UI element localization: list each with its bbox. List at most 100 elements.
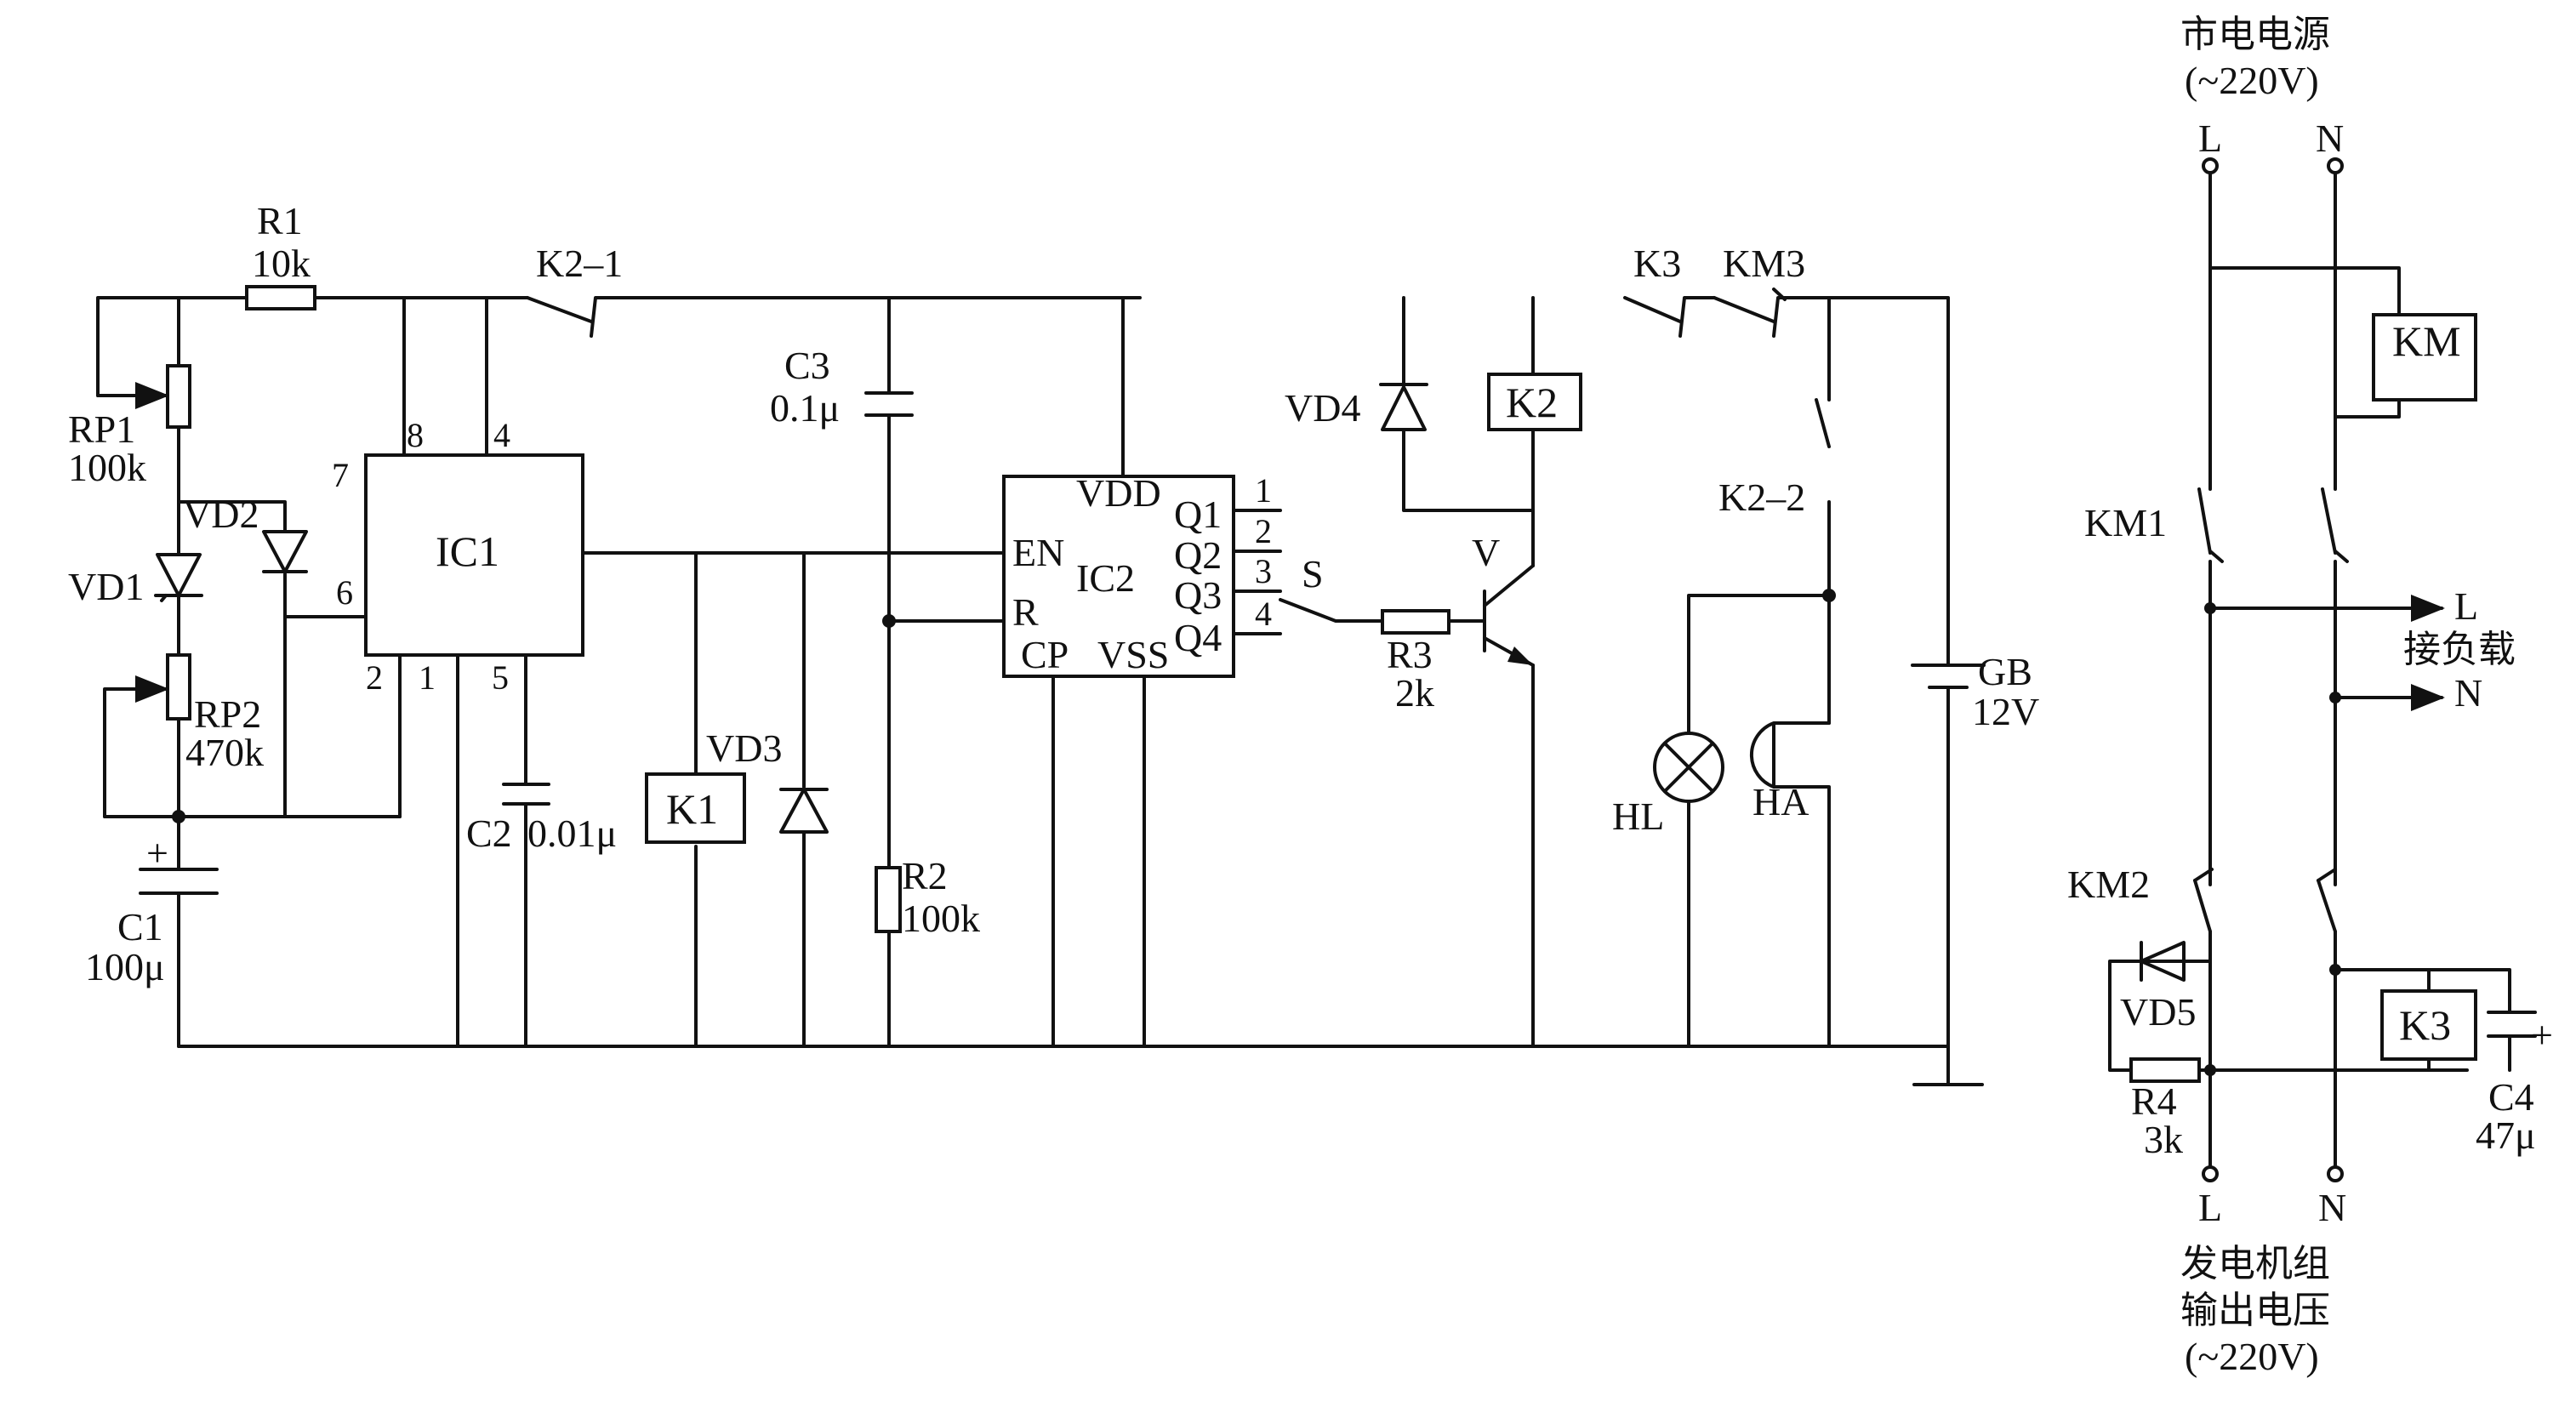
ic2-vss: VSS — [1097, 633, 1169, 676]
rp2-wiper — [103, 675, 169, 818]
v-emitter-arrow — [1507, 646, 1533, 665]
c1-value: 100μ — [85, 945, 165, 988]
junction-gen-n — [2329, 964, 2341, 976]
km-contactor — [2372, 313, 2477, 402]
s-label: S — [1302, 552, 1324, 595]
gb-battery — [1911, 664, 1986, 689]
km2-label: KM2 — [2067, 863, 2150, 906]
junction-r2 — [882, 614, 896, 628]
rp1-value: 100k — [68, 446, 146, 489]
ic2-chip — [1002, 475, 1235, 678]
ic2-en: EN — [1012, 531, 1064, 574]
ha-label: HA — [1752, 780, 1809, 823]
v-label: V — [1472, 531, 1500, 574]
hl-label: HL — [1612, 795, 1664, 838]
mains-l-terminal — [2202, 157, 2219, 174]
k3-contact — [1623, 296, 1716, 338]
mains-n-terminal — [2327, 157, 2344, 174]
r4-value: 3k — [2144, 1118, 2183, 1161]
rp2-label: RP2 — [194, 692, 261, 736]
c4-plus: + — [2531, 1013, 2553, 1057]
km3-contact — [1713, 296, 1831, 338]
r2-resistor — [875, 866, 902, 933]
r1-label: R1 — [257, 199, 303, 242]
hl-lamp-cross — [1663, 742, 1714, 793]
ic1-pin7: 7 — [332, 456, 349, 494]
gen-l: L — [2198, 1186, 2222, 1229]
gen-line1: 发电机组 — [2180, 1242, 2330, 1285]
ic2-q4: Q4 — [1174, 616, 1222, 659]
r4-label: R4 — [2131, 1079, 2177, 1123]
power-circuit: 市电电源 (~220V) L N KM KM1 L 接负载 N KM2 — [2067, 13, 2553, 1378]
c3-value: 0.1μ — [770, 386, 840, 430]
ic2-q1: Q1 — [1174, 493, 1222, 536]
km1-contact — [2197, 487, 2337, 555]
k3-label: K3 — [1633, 242, 1681, 285]
r3-resistor — [1381, 609, 1450, 635]
c1-plus: + — [146, 831, 168, 874]
r3-value: 2k — [1395, 671, 1434, 715]
r1-value: 10k — [252, 242, 311, 285]
vd2-wire — [177, 500, 287, 818]
vd3-label: VD3 — [706, 726, 782, 770]
mains-l: L — [2198, 117, 2222, 160]
ic2-out2: 2 — [1255, 512, 1272, 550]
k3-relay-label: K3 — [2399, 1001, 2451, 1049]
k2-label: K2 — [1506, 379, 1558, 426]
rp2-potentiometer — [166, 653, 191, 721]
ic2-r: R — [1012, 590, 1039, 634]
ic1-pin2: 2 — [366, 658, 383, 697]
vd1-diode — [154, 553, 203, 602]
gb-value: 12V — [1972, 690, 2039, 733]
ic2-q3: Q3 — [1174, 573, 1222, 617]
gen-line2: 输出电压 — [2180, 1289, 2330, 1332]
v-transistor — [1483, 564, 1535, 667]
ic2-q2: Q2 — [1174, 533, 1222, 577]
r2-value: 100k — [902, 897, 980, 940]
ic1-chip — [364, 453, 584, 657]
ic1-pin8: 8 — [407, 416, 424, 454]
s-selector-switch — [1279, 598, 1384, 623]
c2-label: C2 — [466, 812, 512, 855]
k2-2-contact — [1687, 398, 1831, 750]
vd1-label: VD1 — [68, 565, 144, 608]
gb-label: GB — [1978, 650, 2032, 693]
k1-relay — [645, 772, 746, 844]
r3-label: R3 — [1387, 633, 1433, 676]
gen-voltage: (~220V) — [2185, 1335, 2319, 1378]
ic1-pin5: 5 — [492, 658, 509, 697]
rp1-label: RP1 — [68, 407, 135, 451]
control-circuit: RP1 100k VD1 RP2 470k + C1 100μ R1 10k V… — [68, 199, 2039, 1086]
ha-buzzer — [1750, 721, 1831, 789]
km-label: KM — [2392, 317, 2461, 365]
junction-load-l — [2204, 602, 2216, 614]
ic2-out4: 4 — [1255, 595, 1272, 633]
km1-label: KM1 — [2084, 501, 2167, 544]
vd2-diode — [262, 530, 308, 573]
gen-n: N — [2318, 1186, 2346, 1229]
ic2-cp: CP — [1021, 633, 1069, 676]
k2-relay — [1487, 373, 1582, 431]
junction-k22 — [1822, 589, 1836, 602]
load-label: 接负载 — [2403, 628, 2516, 671]
k2-2-label: K2–2 — [1718, 476, 1805, 519]
ic2-vdd: VDD — [1076, 471, 1161, 515]
c1-label: C1 — [117, 905, 163, 948]
k2-1-label: K2–1 — [536, 242, 623, 285]
km3-label: KM3 — [1723, 242, 1805, 285]
rp1-potentiometer — [166, 364, 191, 429]
ic1-pin1: 1 — [419, 658, 436, 697]
c4-capacitor — [2487, 1011, 2537, 1038]
ic1-label: IC1 — [436, 527, 499, 575]
c2-value: 0.01μ — [527, 812, 617, 855]
rp2-value: 470k — [185, 731, 264, 774]
k1-label: K1 — [666, 785, 718, 833]
c3-label: C3 — [784, 344, 830, 387]
km2-contact — [2193, 879, 2337, 933]
load-l: L — [2454, 584, 2478, 628]
ic1-pin4: 4 — [493, 416, 510, 454]
vd3-diode — [779, 788, 829, 834]
ic1-pin6: 6 — [336, 573, 353, 612]
c2-capacitor — [502, 783, 550, 1048]
k2-1-switch — [526, 296, 1142, 338]
